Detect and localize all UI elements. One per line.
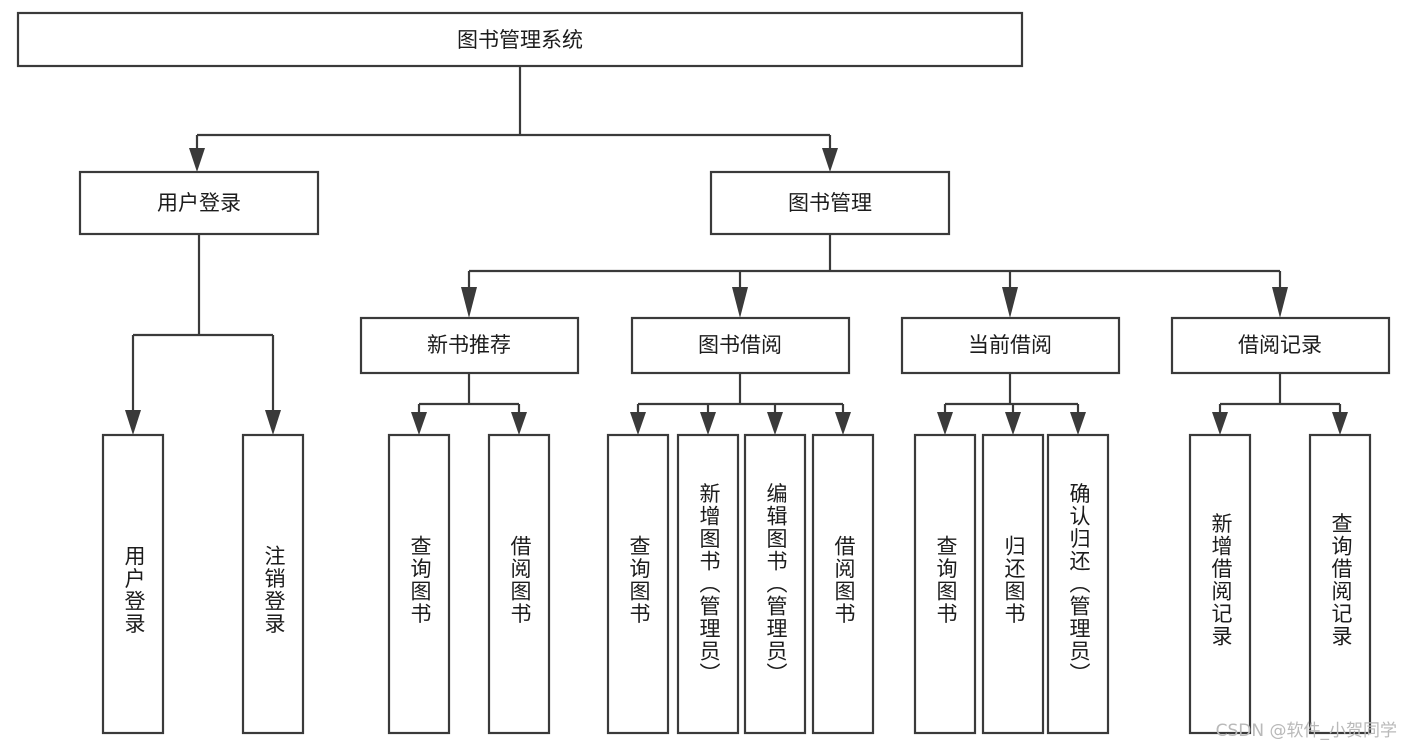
node-leaf-confirm-return-label: 确认归还（管理员） bbox=[1067, 483, 1091, 686]
arrow-leaf-confirm-return bbox=[1070, 412, 1086, 435]
node-leaf-add-record[interactable]: 新增借阅记录 bbox=[1188, 433, 1252, 735]
node-leaf-user-login[interactable]: 用户登录 bbox=[101, 433, 165, 735]
arrow-leaf-query-book-1 bbox=[411, 412, 427, 435]
arrow-leaf-borrow-book-2 bbox=[835, 412, 851, 435]
node-user-login-label: 用户登录 bbox=[157, 191, 241, 215]
node-book-borrow[interactable]: 图书借阅 bbox=[630, 316, 851, 375]
node-leaf-edit-book[interactable]: 编辑图书（管理员） bbox=[743, 433, 807, 735]
arrow-leaf-user-logout bbox=[265, 410, 281, 435]
node-leaf-user-login-box[interactable] bbox=[101, 433, 165, 735]
node-leaf-query-book-1-label: 查询图书 bbox=[408, 535, 432, 625]
node-leaf-user-logout-label: 注销登录 bbox=[262, 545, 286, 635]
node-leaf-query-book-3-label: 查询图书 bbox=[934, 535, 958, 625]
arrow-book-borrow bbox=[732, 287, 748, 318]
node-book-management-label: 图书管理 bbox=[788, 191, 872, 215]
node-leaf-return-book-box[interactable] bbox=[981, 433, 1045, 735]
arrow-borrow-record bbox=[1272, 287, 1288, 318]
node-leaf-return-book[interactable]: 归还图书 bbox=[981, 433, 1045, 735]
arrow-leaf-edit-book bbox=[767, 412, 783, 435]
node-leaf-edit-book-box[interactable] bbox=[743, 433, 807, 735]
node-book-management[interactable]: 图书管理 bbox=[709, 170, 951, 236]
arrow-leaf-return-book bbox=[1005, 412, 1021, 435]
node-leaf-user-logout-box[interactable] bbox=[241, 433, 305, 735]
node-leaf-add-book-box[interactable] bbox=[676, 433, 740, 735]
node-leaf-query-record-label: 查询借阅记录 bbox=[1329, 513, 1353, 648]
node-leaf-query-book-3-box[interactable] bbox=[913, 433, 977, 735]
node-leaf-query-book-2-box[interactable] bbox=[606, 433, 670, 735]
node-leaf-borrow-book-1-label: 借阅图书 bbox=[508, 535, 532, 625]
node-current-borrow[interactable]: 当前借阅 bbox=[900, 316, 1121, 375]
node-borrow-record-box[interactable] bbox=[1170, 316, 1391, 375]
node-leaf-query-book-3[interactable]: 查询图书 bbox=[913, 433, 977, 735]
node-leaf-borrow-book-2[interactable]: 借阅图书 bbox=[811, 433, 875, 735]
node-leaf-query-book-2-label: 查询图书 bbox=[627, 535, 651, 625]
node-borrow-record[interactable]: 借阅记录 bbox=[1170, 316, 1391, 375]
node-user-login-box[interactable] bbox=[78, 170, 320, 236]
node-leaf-add-record-label: 新增借阅记录 bbox=[1209, 513, 1233, 648]
node-leaf-borrow-book-2-box[interactable] bbox=[811, 433, 875, 735]
arrow-new-book-recommend bbox=[461, 287, 477, 318]
node-leaf-return-book-label: 归还图书 bbox=[1002, 535, 1026, 625]
node-leaf-borrow-book-1[interactable]: 借阅图书 bbox=[487, 433, 551, 735]
node-root[interactable]: 图书管理系统 bbox=[16, 11, 1024, 68]
node-leaf-query-book-1[interactable]: 查询图书 bbox=[387, 433, 451, 735]
node-leaf-add-book[interactable]: 新增图书（管理员） bbox=[676, 433, 740, 735]
node-leaf-add-book-label: 新增图书（管理员） bbox=[697, 483, 721, 686]
node-root-label: 图书管理系统 bbox=[457, 28, 583, 52]
node-leaf-confirm-return-box[interactable] bbox=[1046, 433, 1110, 735]
node-leaf-edit-book-label: 编辑图书（管理员） bbox=[764, 483, 788, 686]
node-leaf-borrow-book-1-box[interactable] bbox=[487, 433, 551, 735]
node-leaf-add-record-box[interactable] bbox=[1188, 433, 1252, 735]
node-book-borrow-label: 图书借阅 bbox=[698, 333, 782, 357]
arrow-leaf-query-book-3 bbox=[937, 412, 953, 435]
node-book-management-box[interactable] bbox=[709, 170, 951, 236]
node-leaf-query-book-1-box[interactable] bbox=[387, 433, 451, 735]
arrow-leaf-borrow-book-1 bbox=[511, 412, 527, 435]
node-current-borrow-label: 当前借阅 bbox=[968, 333, 1052, 357]
node-book-borrow-box[interactable] bbox=[630, 316, 851, 375]
arrow-leaf-user-login bbox=[125, 410, 141, 435]
arrow-current-borrow bbox=[1002, 287, 1018, 318]
arrow-leaf-query-book-2 bbox=[630, 412, 646, 435]
arrow-leaf-query-record bbox=[1332, 412, 1348, 435]
node-leaf-query-record-box[interactable] bbox=[1308, 433, 1372, 735]
arrow-leaf-add-book bbox=[700, 412, 716, 435]
arrow-leaf-add-record bbox=[1212, 412, 1228, 435]
connector-group bbox=[125, 66, 1348, 435]
node-root-box[interactable] bbox=[16, 11, 1024, 68]
node-borrow-record-label: 借阅记录 bbox=[1238, 333, 1322, 357]
node-new-book-recommend[interactable]: 新书推荐 bbox=[359, 316, 580, 375]
node-leaf-user-logout[interactable]: 注销登录 bbox=[241, 433, 305, 735]
node-leaf-confirm-return[interactable]: 确认归还（管理员） bbox=[1046, 433, 1110, 735]
node-leaf-borrow-book-2-label: 借阅图书 bbox=[832, 535, 856, 625]
node-leaf-query-record[interactable]: 查询借阅记录 bbox=[1308, 433, 1372, 735]
node-leaf-user-login-label: 用户登录 bbox=[122, 545, 146, 635]
node-leaf-query-book-2[interactable]: 查询图书 bbox=[606, 433, 670, 735]
node-user-login[interactable]: 用户登录 bbox=[78, 170, 320, 236]
arrow-book-management bbox=[822, 148, 838, 172]
node-new-book-recommend-box[interactable] bbox=[359, 316, 580, 375]
node-new-book-recommend-label: 新书推荐 bbox=[427, 333, 511, 357]
node-current-borrow-box[interactable] bbox=[900, 316, 1121, 375]
arrow-user-login bbox=[189, 148, 205, 172]
